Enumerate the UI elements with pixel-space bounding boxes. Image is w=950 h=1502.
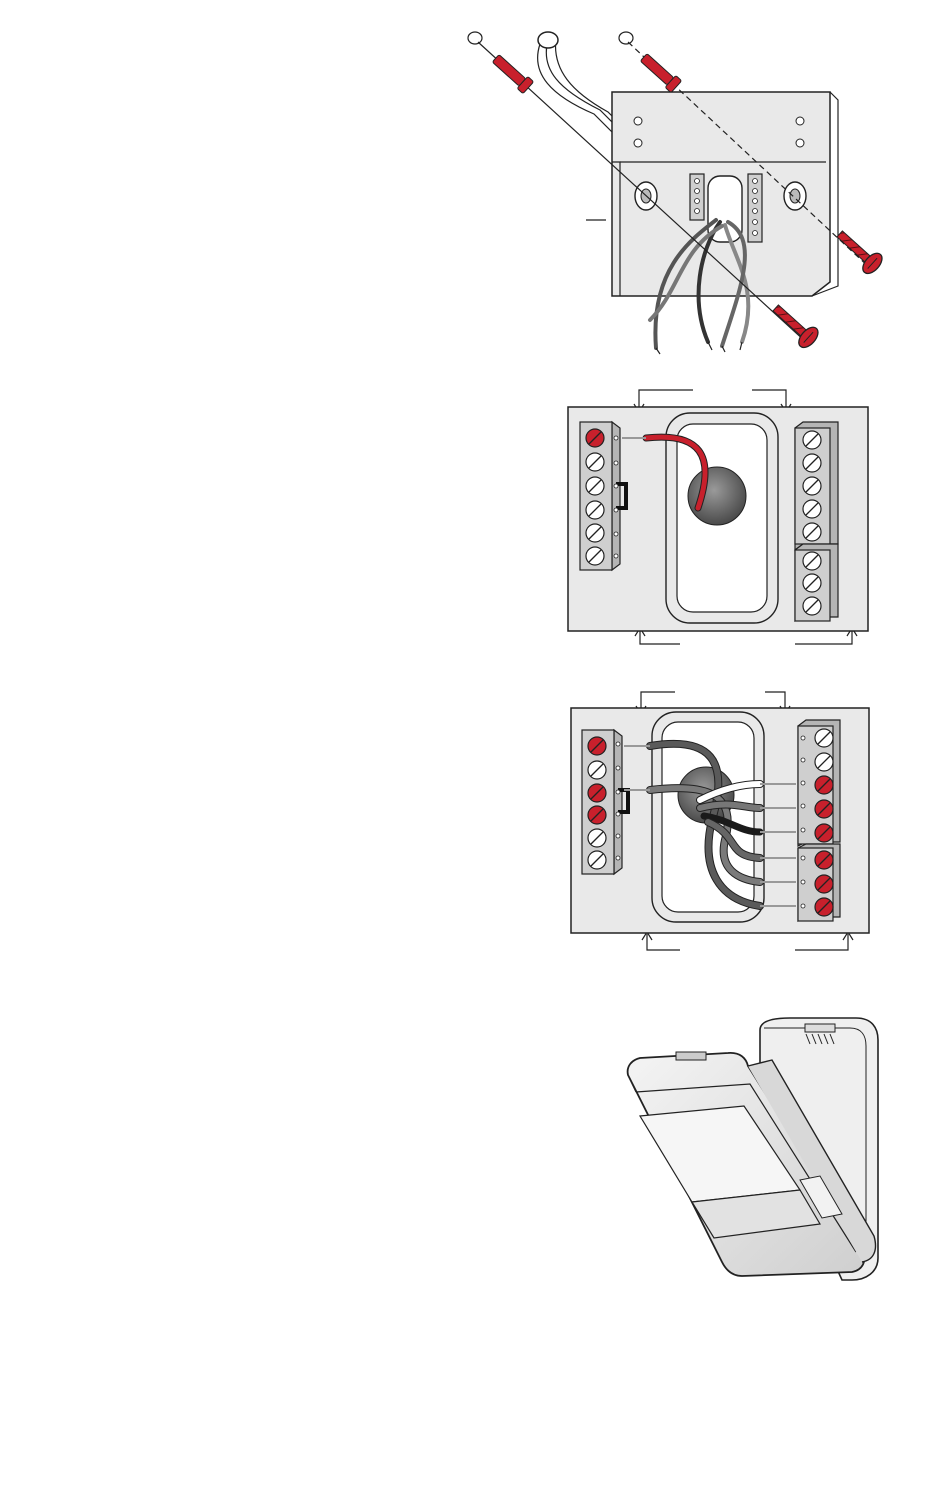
figure-attach-thermostat xyxy=(628,1018,878,1280)
figure-multi-wire-connection xyxy=(571,692,869,950)
figure-single-wire-connection xyxy=(568,390,868,644)
figure-mount-wallplate xyxy=(468,32,886,354)
